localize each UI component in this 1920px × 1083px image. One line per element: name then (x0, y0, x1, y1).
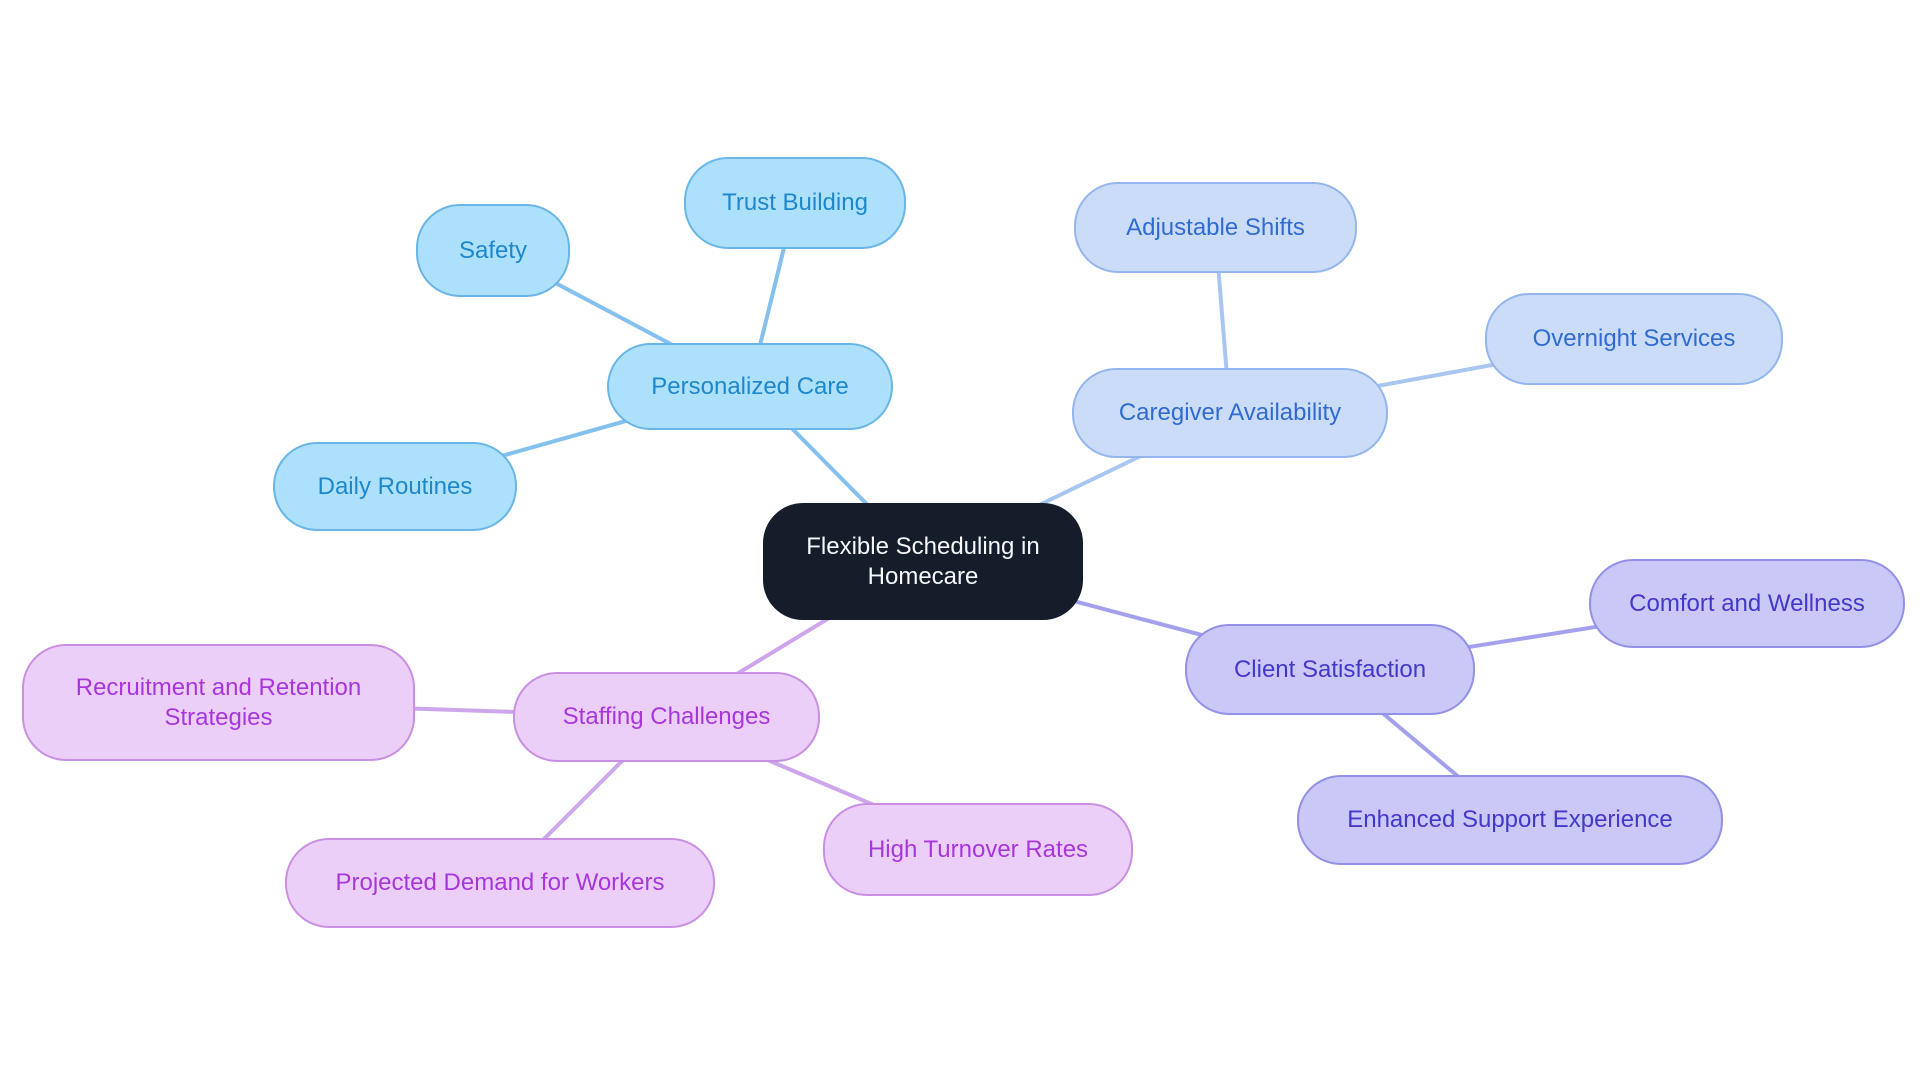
node-caregiver-availability[interactable]: Caregiver Availability (1072, 368, 1388, 458)
node-safety[interactable]: Safety (416, 204, 570, 297)
node-overnight-services[interactable]: Overnight Services (1485, 293, 1783, 385)
node-projected-demand-for-workers[interactable]: Projected Demand for Workers (285, 838, 715, 928)
node-daily-routines[interactable]: Daily Routines (273, 442, 517, 531)
node-personalized-care[interactable]: Personalized Care (607, 343, 893, 430)
node-root-flexible-scheduling[interactable]: Flexible Scheduling in Homecare (763, 503, 1083, 620)
node-staffing-challenges[interactable]: Staffing Challenges (513, 672, 820, 762)
node-high-turnover-rates[interactable]: High Turnover Rates (823, 803, 1133, 896)
node-client-satisfaction[interactable]: Client Satisfaction (1185, 624, 1475, 715)
node-trust-building[interactable]: Trust Building (684, 157, 906, 249)
node-adjustable-shifts[interactable]: Adjustable Shifts (1074, 182, 1357, 273)
node-comfort-and-wellness[interactable]: Comfort and Wellness (1589, 559, 1905, 648)
node-enhanced-support-experience[interactable]: Enhanced Support Experience (1297, 775, 1723, 865)
node-recruitment-and-retention[interactable]: Recruitment and Retention Strategies (22, 644, 415, 761)
